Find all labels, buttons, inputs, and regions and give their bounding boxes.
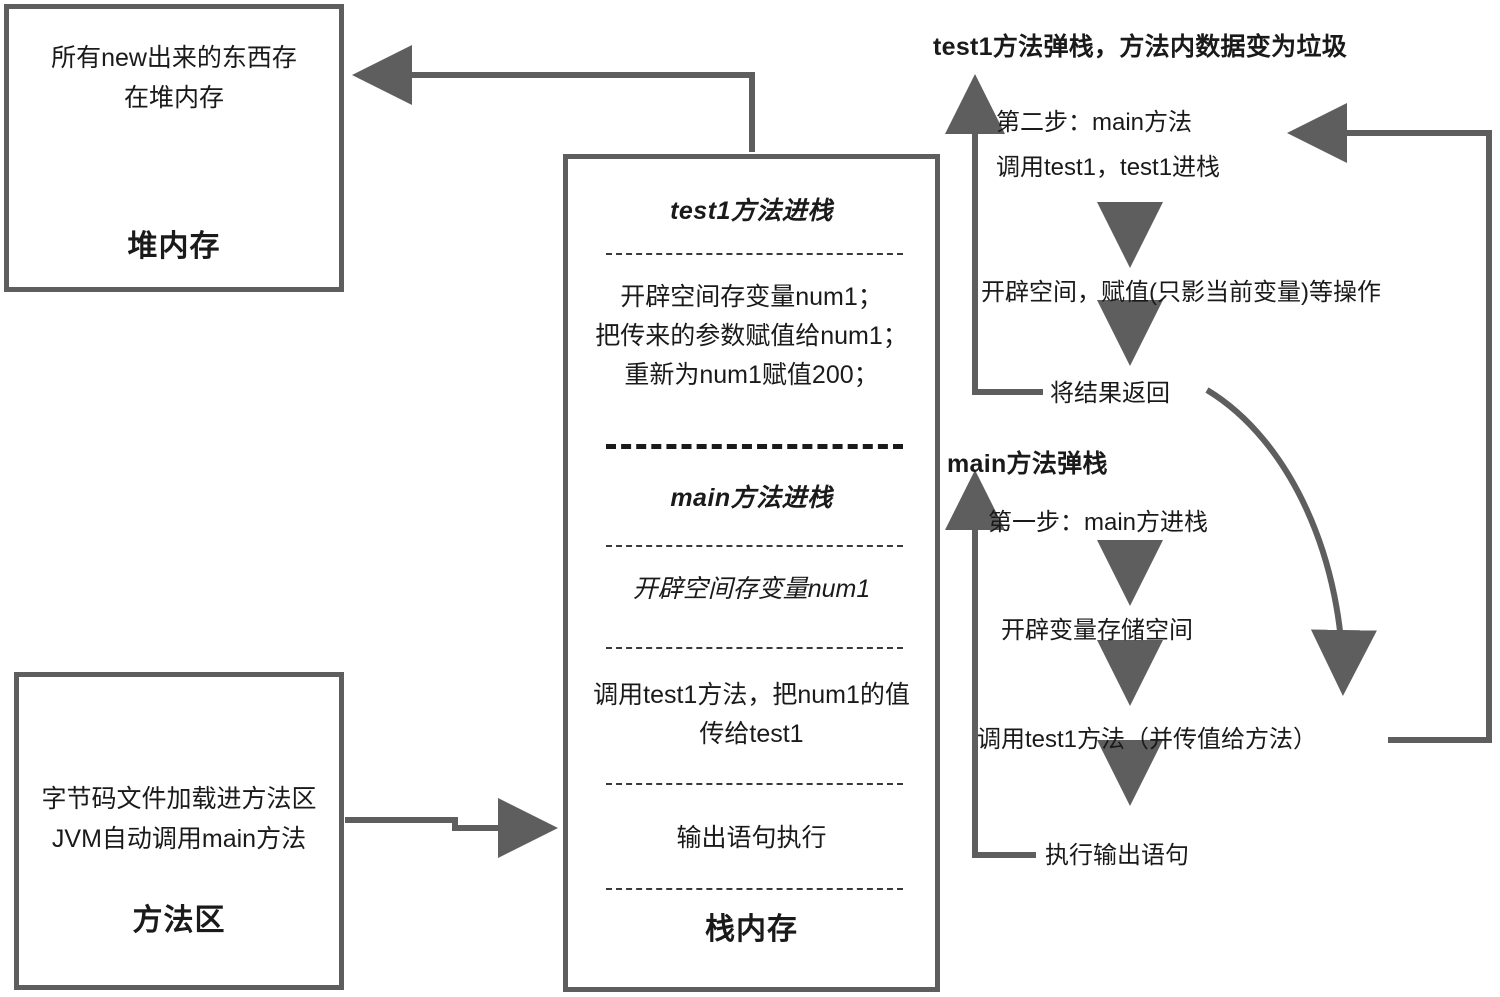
stack-row-call-test1-line-2: 传给test1 <box>699 720 804 748</box>
stack-caption: 栈内存 <box>705 913 798 946</box>
heap-description-line-2: 在堆内存 <box>123 83 224 112</box>
stack-divider-3 <box>606 647 903 649</box>
stack-frame-body-test1: 开辟空间存变量num1； 把传来的参数赋值给num1； 重新为num1赋值200… <box>574 278 929 395</box>
method-area-caption: 方法区 <box>132 904 226 937</box>
flow-title-test1-pop: test1方法弹栈，方法内数据变为垃圾 <box>933 33 1348 61</box>
flow-step2-return: 将结果返回 <box>1050 380 1170 407</box>
wire-methodarea-to-stack <box>345 798 558 858</box>
stack-row-call-test1: 调用test1方法，把num1的值 传给test1 <box>574 676 929 754</box>
stack-divider-5 <box>606 888 903 890</box>
flow-step2-line-2: 调用test1，test1进栈 <box>996 154 1221 181</box>
wire-return-curve-to-call <box>1205 387 1377 696</box>
method-area-box: 字节码文件加载进方法区 JVM自动调用main方法 方法区 <box>14 672 344 990</box>
wire-call-to-step2 <box>1287 103 1492 743</box>
stack-frame-test1-line-3: 重新为num1赋值200； <box>624 361 879 389</box>
flow-step1-line-1: 第一步：main方进栈 <box>988 509 1209 536</box>
stack-frame-test1-line-1: 开辟空间存变量num1； <box>620 283 883 311</box>
heap-caption: 堆内存 <box>127 230 221 263</box>
stack-divider-frame-separator <box>606 444 903 449</box>
wire-stack-to-heap <box>352 45 755 152</box>
flow-title-main-pop: main方法弹栈 <box>947 450 1108 478</box>
method-area-description: 字节码文件加载进方法区 JVM自动调用main方法 <box>19 780 339 859</box>
method-area-line-1: 字节码文件加载进方法区 <box>41 785 317 813</box>
stack-frame-title-test1: test1方法进栈 <box>670 197 833 225</box>
stack-frame-main-line-1: 开辟空间存变量num1 <box>632 575 871 603</box>
stack-divider-1 <box>606 253 903 255</box>
flow-step1-alloc: 开辟变量存储空间 <box>1001 617 1193 644</box>
heap-memory-box: 所有new出来的东西存 在堆内存 堆内存 <box>4 4 344 292</box>
heap-description-line-1: 所有new出来的东西存 <box>51 44 297 72</box>
flow-step1-output: 执行输出语句 <box>1045 842 1189 869</box>
stack-row-output: 输出语句执行 <box>676 824 827 852</box>
method-area-line-2: JVM自动调用main方法 <box>51 824 307 853</box>
stack-frame-test1-line-2: 把传来的参数赋值给num1； <box>595 322 908 350</box>
heap-description: 所有new出来的东西存 在堆内存 <box>9 39 339 118</box>
stack-divider-2 <box>606 545 903 547</box>
stack-memory-box: test1方法进栈 开辟空间存变量num1； 把传来的参数赋值给num1； 重新… <box>563 154 940 992</box>
flow-step2-alloc: 开辟空间，赋值(只影当前变量)等操作 <box>981 279 1381 306</box>
flow-step2-line-1: 第二步：main方法 <box>996 109 1193 136</box>
flow-step1-call: 调用test1方法（并传值给方法） <box>977 726 1318 753</box>
stack-frame-title-main: main方法进栈 <box>670 484 833 512</box>
stack-divider-4 <box>606 783 903 785</box>
stack-row-call-test1-line-1: 调用test1方法，把num1的值 <box>593 681 910 709</box>
